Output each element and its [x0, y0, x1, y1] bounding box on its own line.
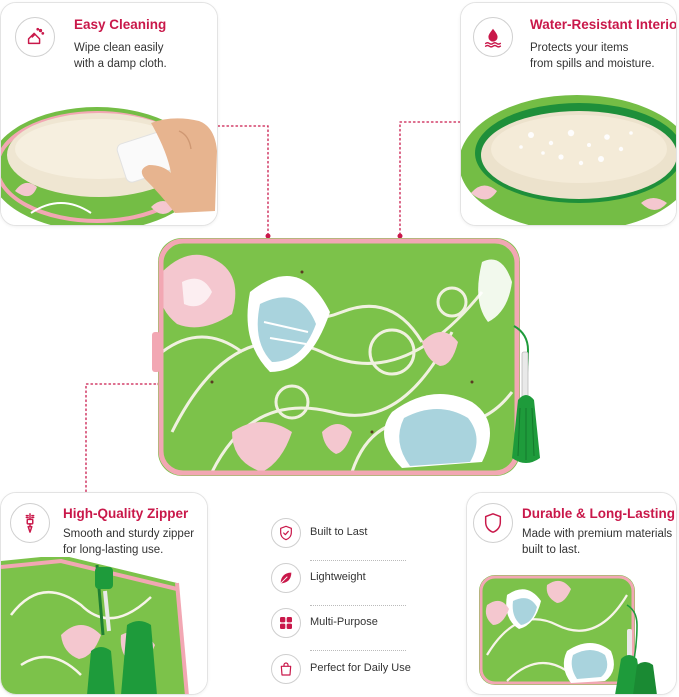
zipper-title: High-Quality Zipper	[63, 506, 189, 521]
cleaning-photo	[1, 83, 217, 225]
zipper-icon-badge	[10, 503, 50, 543]
leaf-icon	[271, 563, 301, 593]
feature-divider	[310, 560, 406, 561]
water-resistant-title: Water-Resistant Interior	[530, 17, 677, 32]
grid-icon	[271, 608, 301, 638]
durable-description: Made with premium materials built to las…	[522, 528, 673, 556]
durable-header: Durable & Long-Lasting Made with premium…	[467, 493, 676, 557]
feature-item-multi-purpose: Multi-Purpose	[266, 608, 406, 654]
feature-item-built-to-last: Built to Last	[266, 518, 406, 564]
feature-item-daily-use: Perfect for Daily Use	[266, 654, 411, 697]
zipper-header: High-Quality Zipper Smooth and sturdy zi…	[1, 493, 207, 557]
zipper-description: Smooth and sturdy zipper for long-lastin…	[63, 528, 195, 556]
easy-cleaning-card: Easy Cleaning Wipe clean easily with a d…	[0, 2, 218, 226]
easy-cleaning-header: Easy Cleaning Wipe clean easily with a d…	[1, 3, 217, 89]
feature-label: Lightweight	[310, 571, 366, 583]
zipper-photo	[1, 555, 207, 694]
zipper-icon	[25, 513, 35, 533]
feature-divider	[310, 650, 406, 651]
feature-label: Perfect for Daily Use	[310, 662, 411, 674]
feature-label: Built to Last	[310, 526, 368, 538]
durable-icon-badge	[473, 503, 513, 543]
water-resistant-description: Protects your items from spills and mois…	[530, 42, 655, 70]
shield-icon	[484, 513, 502, 533]
durable-photo	[467, 555, 676, 694]
shield-check-icon	[271, 518, 301, 548]
durable-card: Durable & Long-Lasting Made with premium…	[466, 492, 677, 695]
product-bag-image	[152, 232, 552, 480]
water-resistant-header: Water-Resistant Interior Protects your i…	[461, 3, 676, 89]
water-icon-badge	[473, 17, 513, 57]
feature-divider	[310, 605, 406, 606]
bag-icon	[271, 654, 301, 684]
water-drop-icon	[484, 28, 502, 48]
easy-cleaning-description: Wipe clean easily with a damp cloth.	[74, 42, 167, 70]
cleaning-icon-badge	[15, 17, 55, 57]
cleaning-hand-icon	[27, 27, 45, 45]
zipper-card: High-Quality Zipper Smooth and sturdy zi…	[0, 492, 208, 695]
feature-label: Multi-Purpose	[310, 616, 378, 628]
easy-cleaning-title: Easy Cleaning	[74, 17, 167, 32]
water-resistant-photo	[461, 83, 676, 225]
durable-title: Durable & Long-Lasting	[522, 506, 675, 521]
water-resistant-card: Water-Resistant Interior Protects your i…	[460, 2, 677, 226]
feature-item-lightweight: Lightweight	[266, 563, 406, 609]
